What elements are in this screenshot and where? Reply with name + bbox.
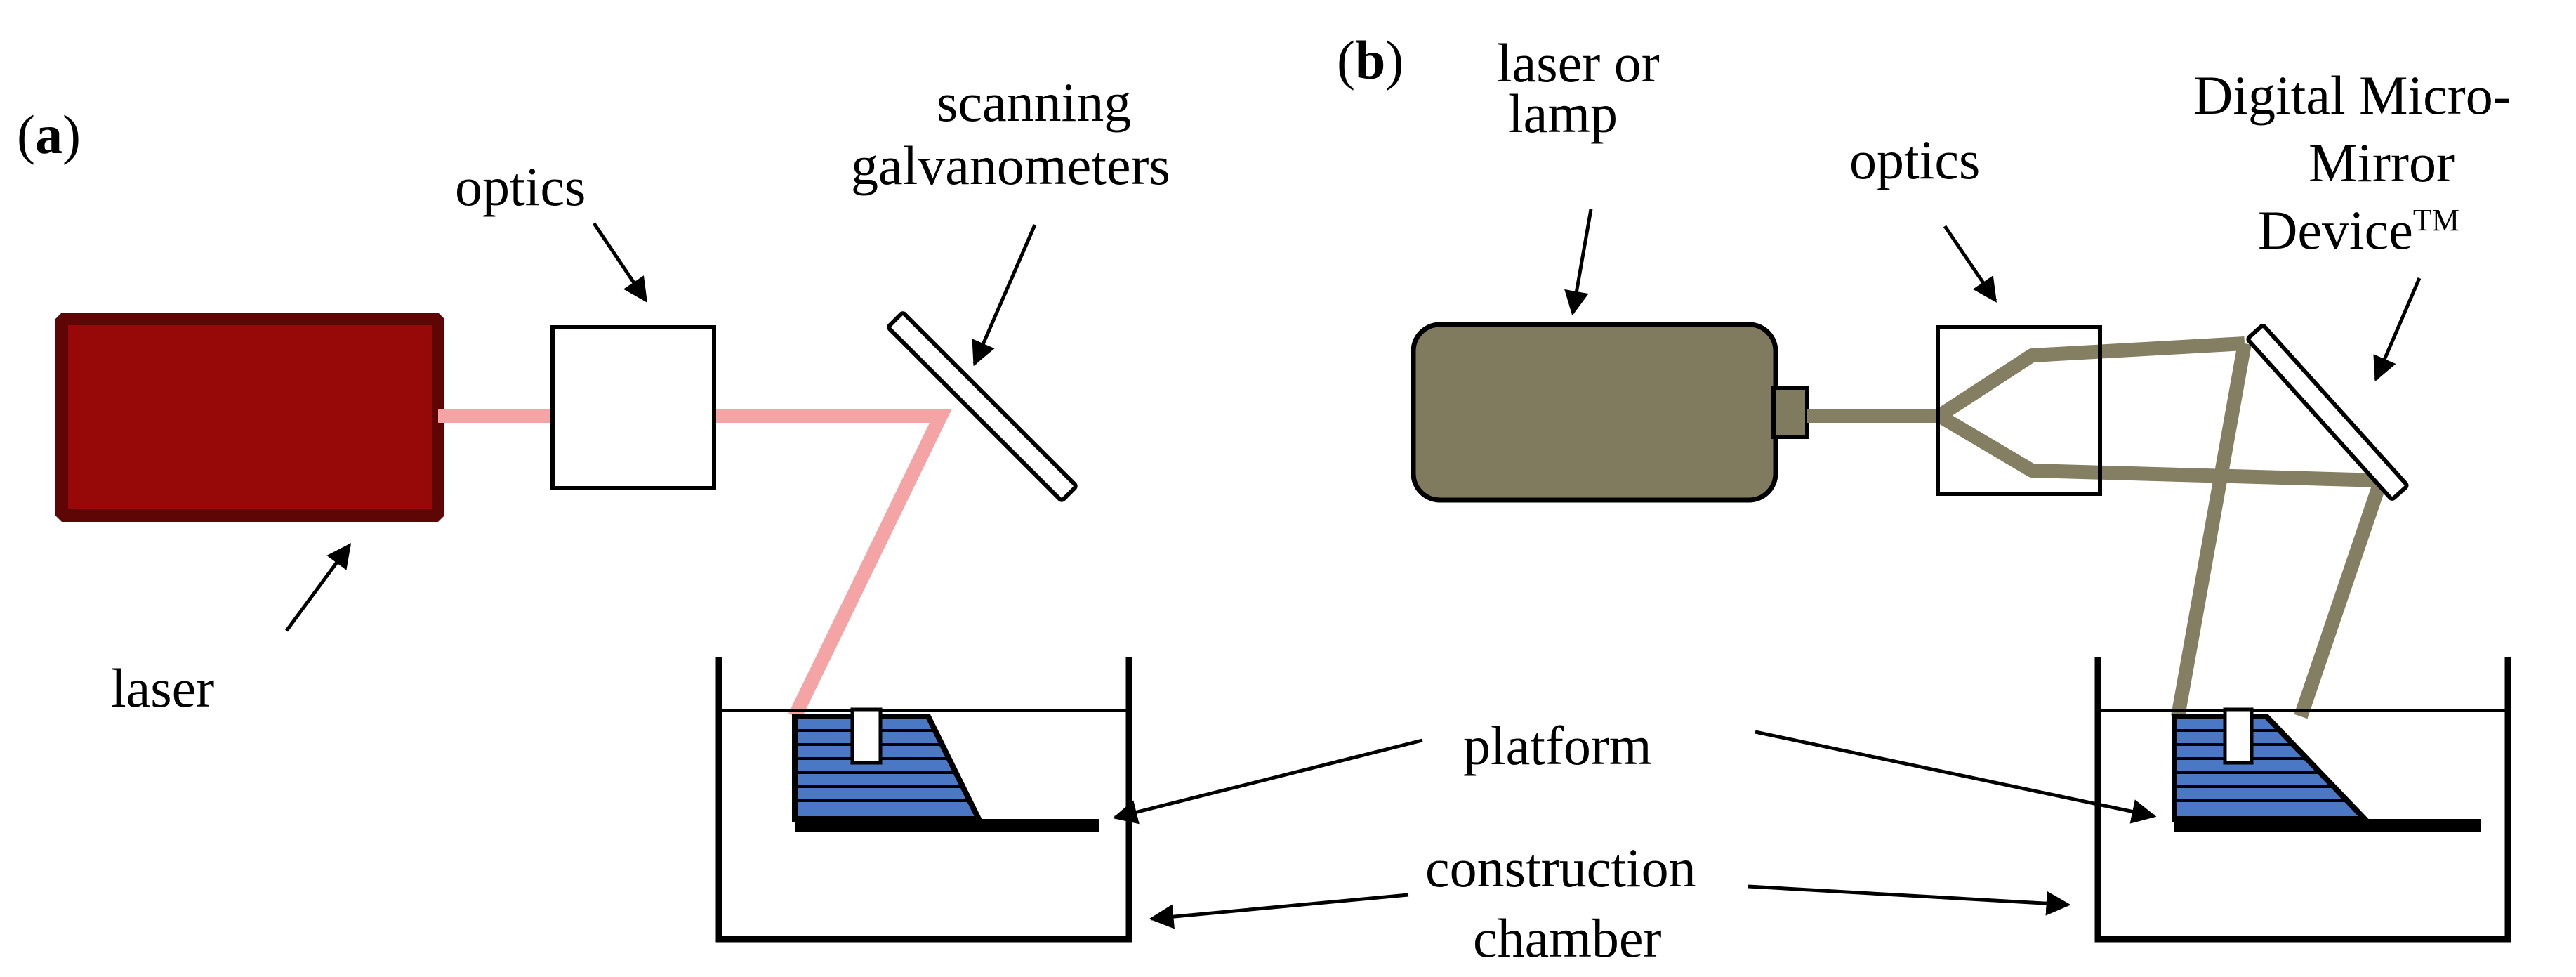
arrow-platform-a (1112, 738, 1423, 825)
construction-chamber-a (715, 657, 1132, 943)
arrow-optics-b (1943, 225, 1997, 303)
panel-a: (a) optics (17, 72, 1170, 943)
arrow-source (1564, 209, 1593, 316)
laser-source (55, 313, 444, 522)
label-chamber-line2: chamber (1473, 907, 1662, 969)
arrow-optics-a (592, 222, 648, 303)
label-laser: laser (111, 657, 214, 719)
label-dmd-line2: Mirror (2309, 132, 2455, 193)
arrow-laser (284, 543, 352, 632)
optics-box-a (550, 325, 716, 490)
panel-b: (b) (1337, 29, 2511, 943)
arrow-dmd (2373, 277, 2422, 382)
arrow-chamber-b (1748, 884, 2071, 916)
label-optics-b: optics (1849, 129, 1980, 190)
shared-labels: platform construction chamber (1112, 715, 2157, 969)
platform-a (795, 819, 1099, 832)
lamp-nozzle (1771, 386, 1809, 439)
label-dmd-line1: Digital Micro- (2193, 65, 2511, 126)
panel-a-tag: (a) (17, 104, 81, 165)
printed-part-b (2172, 707, 2372, 822)
label-dmd-line3: DeviceTM (2258, 199, 2459, 261)
platform-b (2174, 819, 2481, 832)
arrow-platform-b (1755, 730, 2157, 824)
panel-b-tag: (b) (1337, 29, 1403, 91)
label-source-line1: laser or (1497, 32, 1660, 93)
label-source-line2: lamp (1508, 83, 1618, 144)
galvanometer-mirror (887, 311, 1078, 502)
construction-chamber-b (2094, 657, 2511, 943)
lamp-source (1411, 322, 1778, 503)
dmd-mirror (2246, 324, 2409, 501)
label-galvo-line1: scanning (937, 72, 1131, 133)
label-platform: platform (1463, 715, 1652, 776)
optics-box-b (1936, 325, 2102, 496)
label-optics-a: optics (455, 156, 586, 217)
arrow-galvo (972, 224, 1037, 367)
label-chamber-line1: construction (1425, 837, 1696, 898)
arrow-chamber-a (1149, 893, 1409, 929)
printed-part-a (792, 707, 984, 822)
label-galvo-line2: galvanometers (851, 135, 1170, 196)
lamp-beam (1807, 336, 2388, 719)
